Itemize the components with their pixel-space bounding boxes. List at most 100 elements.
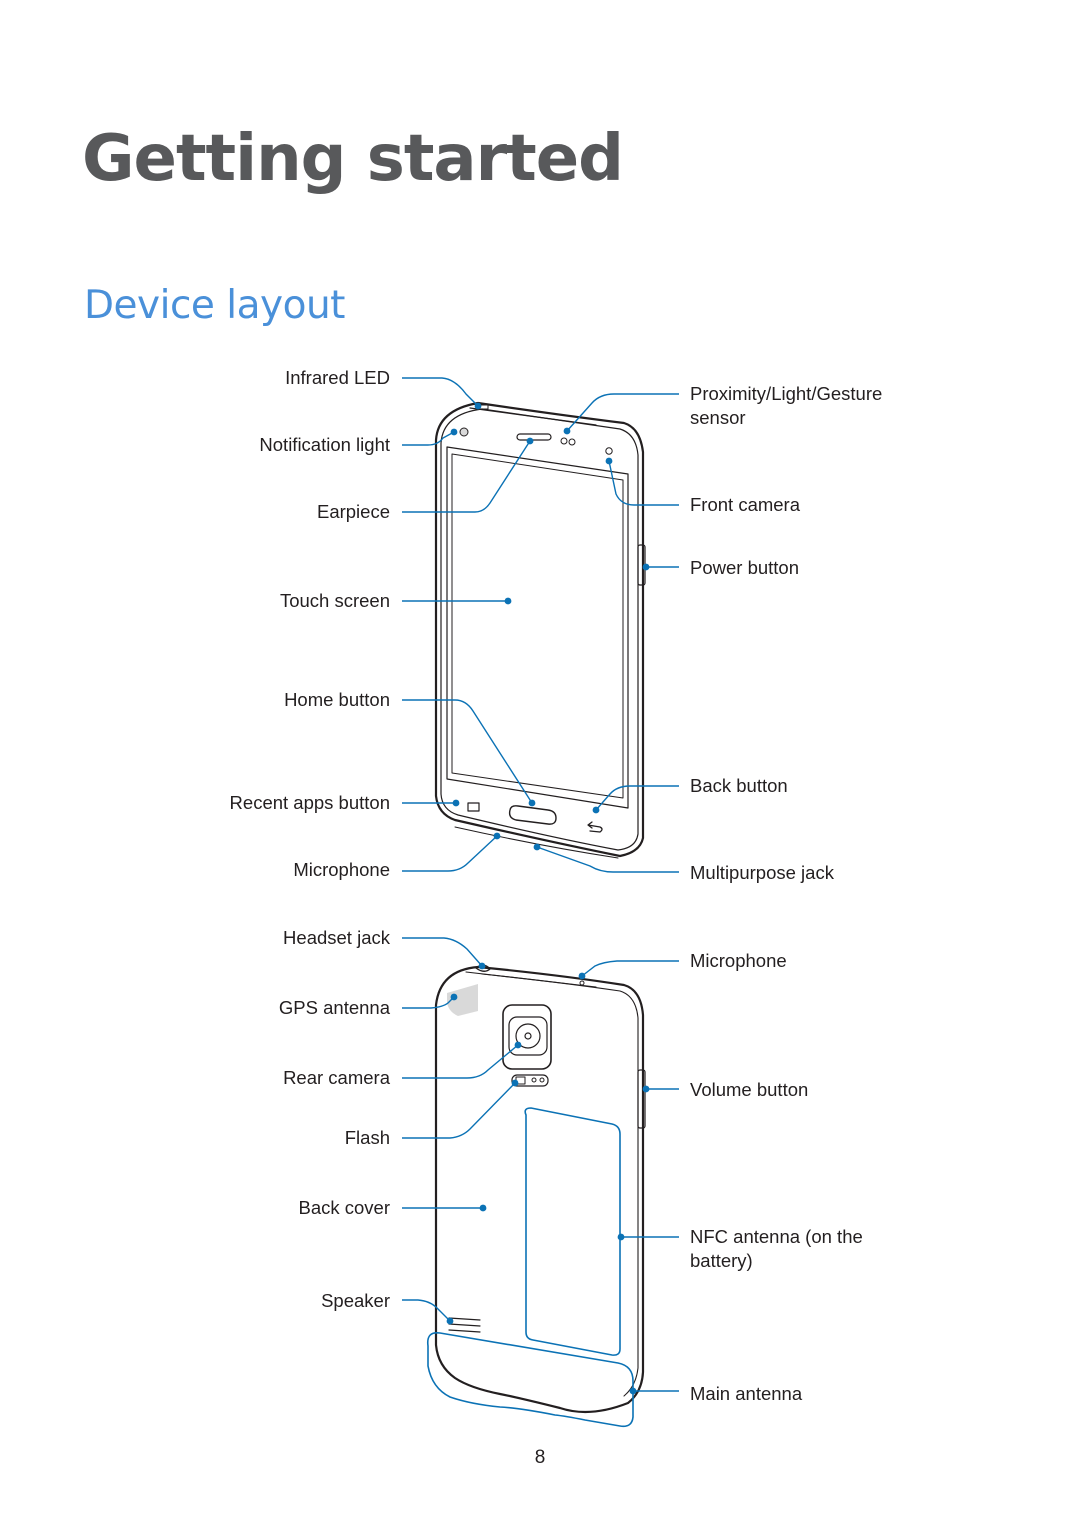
dot-flash [511,1079,519,1087]
label-power-button: Power button [690,557,800,578]
label-earpiece: Earpiece [316,501,390,522]
label-multipurpose-jack: Multipurpose jack [690,862,834,883]
label-proximity-sensor-line1: Proximity/Light/Gesture [690,383,883,404]
back-speaker-grille [448,1317,481,1333]
front-notification-led [459,427,469,437]
label-notification-light: Notification light [259,434,390,455]
nfc-antenna-outline [524,1107,621,1356]
label-microphone-back: Microphone [690,950,787,971]
section-title: Device layout [84,283,345,328]
dot-microphone-back [578,972,586,980]
leader-earpiece [402,440,531,513]
label-front-camera: Front camera [690,494,801,515]
dot-notification-light [450,428,458,436]
leader-gps-antenna [402,996,455,1009]
leader-rear-camera [402,1044,519,1079]
dot-front-camera [605,457,613,465]
dot-touch-screen [504,597,512,605]
label-rear-camera: Rear camera [283,1067,390,1088]
back-antenna-outlines [426,1107,634,1428]
leader-proximity-sensor [566,393,679,432]
leader-front-camera [608,460,679,506]
dot-recent-apps [452,799,460,807]
back-flash-sensor-1 [531,1077,537,1083]
label-proximity-sensor-line2: sensor [690,407,746,428]
front-device-illustration [434,401,646,859]
label-home-button: Home button [284,689,390,710]
front-sensor-1 [560,437,568,445]
dot-earpiece [526,437,534,445]
front-back-icon [587,821,603,833]
front-outer-body [434,401,645,858]
label-flash: Flash [344,1127,390,1148]
back-outer-body [434,965,645,1414]
leader-microphone-back [581,960,679,977]
leader-headset-jack [402,937,483,967]
back-flash-unit [511,1074,549,1087]
dot-multipurpose-jack [533,843,541,851]
front-inner-bezel [440,408,639,851]
main-antenna-outline [426,1331,634,1428]
label-main-antenna: Main antenna [690,1383,803,1404]
leader-flash [402,1082,516,1139]
front-screen-frame [446,446,629,809]
label-proximity-sensor: Proximity/Light/Gesture sensor [690,382,882,430]
callout-lines [402,377,679,1392]
label-back-cover: Back cover [298,1197,390,1218]
back-gps-antenna-patch [447,984,478,1016]
back-device-illustration [434,964,646,1414]
leader-home-button [402,699,533,804]
back-camera-housing [502,1004,552,1070]
label-back-button: Back button [690,775,788,796]
label-nfc-antenna: NFC antenna (on the battery) [690,1225,863,1273]
back-camera-lens-inner [524,1032,532,1040]
front-sensor-2 [568,438,576,446]
leader-infrared-led [402,377,479,407]
back-inner-edge [481,973,639,1397]
back-flash-sensor-2 [539,1077,545,1083]
label-recent-apps-button: Recent apps button [229,792,390,813]
leader-back-button [595,785,679,811]
dot-back-cover [479,1204,487,1212]
dot-microphone-front [493,832,501,840]
back-camera-lens-outer [515,1023,541,1049]
back-volume-button [637,1069,646,1129]
leader-speaker [402,1299,451,1322]
dot-back-button [592,806,600,814]
front-camera-lens [605,447,613,455]
label-speaker: Speaker [321,1290,390,1311]
dot-nfc-antenna [617,1233,625,1241]
dot-main-antenna [629,1387,637,1395]
front-screen-glass [451,453,624,799]
dot-proximity-sensor [563,427,571,435]
label-nfc-antenna-line1: NFC antenna (on the [690,1226,863,1247]
label-gps-antenna: GPS antenna [278,997,390,1018]
label-touch-screen: Touch screen [279,590,390,611]
page-number: 8 [534,1447,546,1468]
leader-microphone-front [402,835,498,872]
chapter-title: Getting started [82,122,624,196]
back-microphone-hole [579,980,585,986]
dot-headset-jack [478,962,486,970]
callout-dots [446,402,650,1395]
dot-gps-antenna [450,993,458,1001]
leader-multipurpose-jack [536,846,679,873]
back-camera-ring [508,1016,548,1056]
leader-notification-light [402,431,455,446]
label-infrared-led: Infrared LED [285,367,390,388]
label-headset-jack: Headset jack [283,927,390,948]
dot-volume-button [642,1085,650,1093]
dot-speaker [446,1317,454,1325]
dot-home-button [528,799,536,807]
dot-rear-camera [514,1041,522,1049]
label-nfc-antenna-line2: battery) [690,1250,753,1271]
front-earpiece-grille [516,433,552,441]
front-home-button [508,805,557,825]
dot-power-button [642,563,650,571]
back-top-edge [465,971,597,988]
dot-infrared-led [474,402,482,410]
front-recent-apps-icon [467,802,480,812]
label-volume-button: Volume button [690,1079,809,1100]
label-microphone-front: Microphone [293,859,390,880]
